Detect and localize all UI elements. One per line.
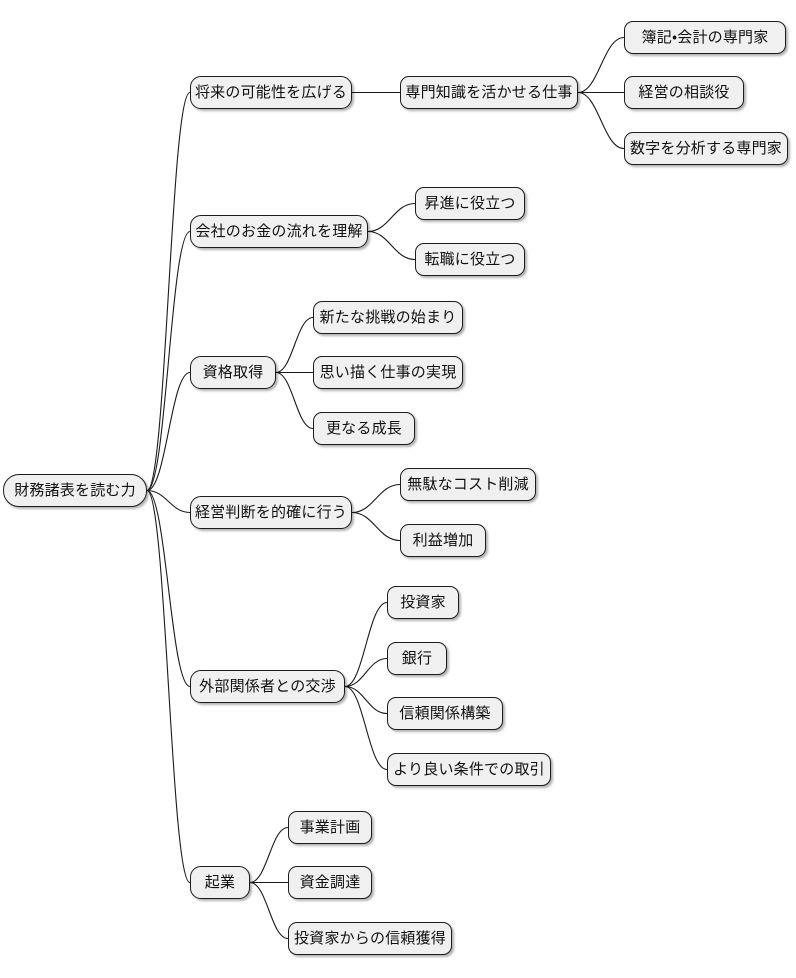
mindmap-child-node-6-1[interactable]: 事業計画 (288, 811, 372, 844)
node-label: 事業計画 (299, 818, 361, 836)
node-label: 簿記・会計の専門家 (641, 28, 769, 46)
node-label: 数字を分析する専門家 (629, 139, 782, 157)
mindmap-child-node-5-1[interactable]: 投資家 (387, 586, 459, 619)
node-label: 投資家からの信頼獲得 (293, 929, 446, 947)
mindmap-branch-node-1[interactable]: 将来の可能性を広げる (190, 76, 352, 109)
node-label: より良い条件での取引 (393, 760, 545, 778)
mindmap-child-node-6-2[interactable]: 資金調達 (288, 866, 372, 899)
node-label: 資金調達 (299, 873, 361, 891)
mindmap-child-node-2-2[interactable]: 転職に役立つ (415, 243, 525, 276)
mindmap-branch-node-4[interactable]: 経営判断を的確に行う (190, 496, 352, 529)
node-label: 信頼関係構築 (399, 704, 491, 722)
node-label: 専門知識を活かせる仕事 (405, 83, 573, 101)
node-label: 外部関係者との交渉 (199, 677, 336, 695)
mindmap-branch-node-5[interactable]: 外部関係者との交渉 (190, 670, 345, 703)
mindmap-branch-node-3[interactable]: 資格取得 (190, 356, 276, 389)
node-label: 起業 (204, 873, 236, 891)
node-label: 財務諸表を読む力 (14, 481, 136, 499)
mindmap-child-node-1-1[interactable]: 専門知識を活かせる仕事 (400, 76, 578, 109)
node-label: 経営の相談役 (638, 83, 730, 101)
node-label: 無駄なコスト削減 (407, 475, 529, 493)
mindmap-child-node-5-2[interactable]: 銀行 (387, 642, 447, 675)
mindmap-leaf-node-1-1-2[interactable]: 経営の相談役 (624, 76, 744, 109)
mindmap-child-node-4-2[interactable]: 利益増加 (400, 524, 486, 557)
mindmap-leaf-node-1-1-1[interactable]: 簿記・会計の専門家 (624, 21, 786, 54)
mindmap-child-node-5-4[interactable]: より良い条件での取引 (387, 753, 551, 786)
mindmap-child-node-2-1[interactable]: 昇進に役立つ (415, 187, 525, 220)
mindmap-child-node-6-3[interactable]: 投資家からの信頼獲得 (288, 922, 452, 955)
mindmap-child-node-3-3[interactable]: 更なる成長 (313, 412, 415, 445)
node-label: 投資家 (400, 593, 446, 611)
mindmap-child-node-3-2[interactable]: 思い描く仕事の実現 (313, 356, 463, 389)
node-label: 経営判断を的確に行う (194, 503, 347, 521)
node-label: 利益増加 (412, 531, 474, 549)
mindmap-child-node-4-1[interactable]: 無駄なコスト削減 (400, 468, 536, 501)
mindmap-branch-node-2[interactable]: 会社のお金の流れを理解 (190, 215, 368, 248)
node-label: 将来の可能性を広げる (194, 83, 347, 101)
node-label: 会社のお金の流れを理解 (195, 222, 363, 240)
node-label: 昇進に役立つ (424, 194, 516, 212)
node-label: 転職に役立つ (424, 250, 516, 268)
mindmap-leaf-node-1-1-3[interactable]: 数字を分析する専門家 (624, 132, 788, 165)
node-label: 新たな挑戦の始まり (319, 308, 457, 326)
mindmap-child-node-3-1[interactable]: 新たな挑戦の始まり (313, 301, 463, 334)
node-label: 更なる成長 (325, 419, 402, 437)
mindmap-root-node[interactable]: 財務諸表を読む力 (3, 474, 147, 507)
node-label: 銀行 (401, 649, 433, 667)
node-label: 資格取得 (202, 363, 264, 381)
node-label: 思い描く仕事の実現 (319, 363, 457, 381)
mindmap-branch-node-6[interactable]: 起業 (190, 866, 250, 899)
mindmap-child-node-5-3[interactable]: 信頼関係構築 (387, 697, 503, 730)
